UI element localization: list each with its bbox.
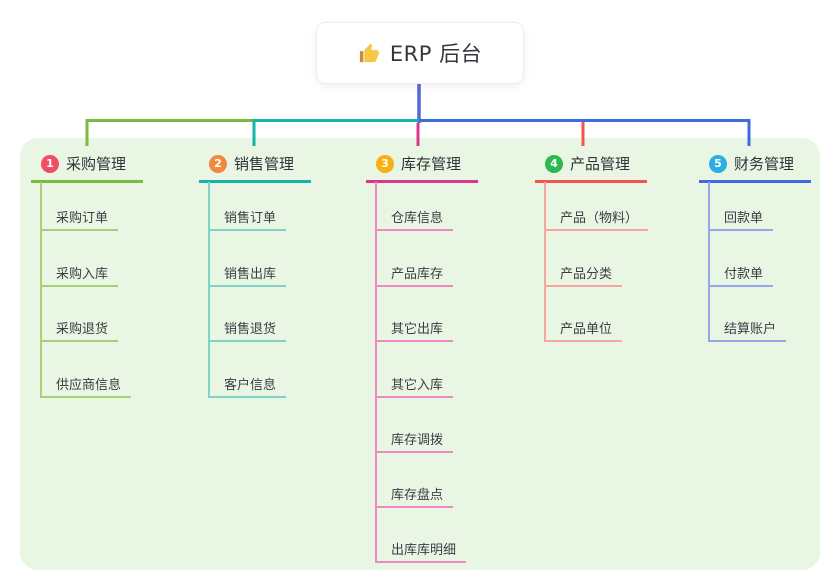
branch-trunk-line-2 [208,182,210,398]
branch-node-3[interactable]: 3 库存管理 [366,153,478,183]
child-node[interactable]: 付款单 [708,267,774,287]
child-node[interactable]: 销售订单 [208,211,287,231]
root-title: ERP 后台 [389,42,483,66]
branch-badge-2: 2 [209,154,227,173]
branches-panel [20,138,820,570]
child-node[interactable]: 销售出库 [208,267,287,287]
child-node[interactable]: 其它入库 [375,378,454,398]
branch-trunk-line-3 [375,182,377,563]
branch-title-3: 库存管理 [401,155,462,173]
branch-trunk-line-1 [40,182,42,398]
child-node[interactable]: 回款单 [708,211,774,231]
child-node[interactable]: 客户信息 [208,378,287,398]
child-node[interactable]: 采购入库 [40,267,119,287]
child-node[interactable]: 库存调拨 [375,433,454,453]
child-node[interactable]: 其它出库 [375,322,454,342]
child-node[interactable]: 销售退货 [208,322,287,342]
branch-trunk-line-4 [544,182,546,342]
child-node[interactable]: 出库库明细 [375,543,467,563]
child-node[interactable]: 供应商信息 [40,378,132,398]
branch-trunk-line-5 [708,182,710,342]
branch-badge-5: 5 [709,154,727,173]
branch-title-5: 财务管理 [734,155,795,173]
branch-node-2[interactable]: 2 销售管理 [199,153,311,183]
branch-title-2: 销售管理 [234,155,295,173]
root-node[interactable]: ERP 后台 [316,22,524,84]
branch-title-4: 产品管理 [570,155,631,173]
branch-node-5[interactable]: 5 财务管理 [699,153,811,183]
thumbs-up-icon [358,42,381,65]
child-node[interactable]: 仓库信息 [375,211,454,231]
child-node[interactable]: 库存盘点 [375,488,454,508]
branch-badge-3: 3 [376,154,394,173]
child-node[interactable]: 采购订单 [40,211,119,231]
child-node[interactable]: 产品（物料） [544,211,649,231]
child-node[interactable]: 产品库存 [375,267,454,287]
child-node[interactable]: 结算账户 [708,322,787,342]
child-node[interactable]: 采购退货 [40,322,119,342]
branch-node-4[interactable]: 4 产品管理 [535,153,647,183]
branch-node-1[interactable]: 1 采购管理 [31,153,143,183]
branch-title-1: 采购管理 [66,155,127,173]
branch-badge-1: 1 [41,154,59,173]
child-node[interactable]: 产品分类 [544,267,623,287]
child-node[interactable]: 产品单位 [544,322,623,342]
branch-badge-4: 4 [545,154,563,173]
